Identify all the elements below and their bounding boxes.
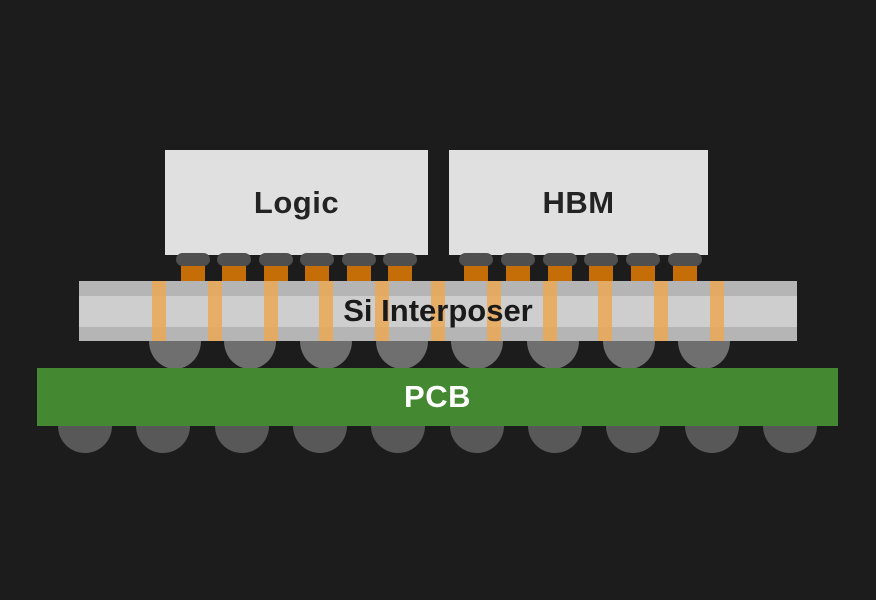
c4-bump xyxy=(299,341,352,369)
microbump-pillar xyxy=(505,264,530,282)
microbump xyxy=(300,253,334,282)
bga-solder-ball xyxy=(449,426,504,453)
tsv-via xyxy=(263,281,278,341)
bga-solder-ball xyxy=(58,426,112,453)
tsv-via xyxy=(152,281,166,341)
microbump-cap xyxy=(341,253,376,266)
microbump-cap xyxy=(175,253,210,266)
microbump-pillar xyxy=(222,264,246,282)
bga-solder-ball xyxy=(136,426,191,453)
microbump-pillar xyxy=(589,264,614,282)
microbump xyxy=(217,253,251,282)
microbump xyxy=(341,253,376,282)
microbump-pillar xyxy=(346,264,371,282)
tsv-via xyxy=(207,281,222,341)
bga-solder-ball xyxy=(293,426,347,453)
c4-bump xyxy=(451,341,504,369)
microbump-pillar xyxy=(305,264,329,282)
tsv-via xyxy=(598,281,613,341)
microbump xyxy=(626,253,661,282)
bga-solder-ball xyxy=(528,426,582,453)
microbump-pillar xyxy=(388,264,412,282)
microbump-pillar xyxy=(547,264,572,282)
c4-bump xyxy=(148,341,201,369)
microbump-cap xyxy=(500,253,535,266)
pcb-label: PCB xyxy=(404,379,471,414)
microbump xyxy=(383,253,417,282)
microbump-cap xyxy=(584,253,619,266)
c4-bump xyxy=(678,341,731,369)
microbump-cap xyxy=(217,253,251,266)
tsv-via xyxy=(319,281,334,341)
microbump-cap xyxy=(258,253,293,266)
microbump-pillar xyxy=(673,264,697,282)
microbump-pillar xyxy=(180,264,205,282)
bga-solder-ball xyxy=(214,426,269,453)
microbump-cap xyxy=(300,253,334,266)
hbm-die-label: HBM xyxy=(542,184,615,220)
si-interposer: Si Interposer xyxy=(79,281,797,341)
microbump-pillar xyxy=(263,264,288,282)
tsv-via xyxy=(375,281,390,341)
microbump-pillar xyxy=(464,264,488,282)
pcb-board: PCB xyxy=(37,368,838,426)
tsv-via xyxy=(710,281,724,341)
bga-solder-ball xyxy=(606,426,661,453)
c4-bump xyxy=(526,341,579,369)
si-interposer-label: Si Interposer xyxy=(343,293,533,328)
bga-solder-ball xyxy=(371,426,426,453)
logic-die-label: Logic xyxy=(253,184,340,220)
tsv-via xyxy=(542,281,557,341)
c4-bump xyxy=(375,341,428,369)
tsv-via xyxy=(654,281,669,341)
bga-solder-ball xyxy=(684,426,739,453)
microbump xyxy=(459,253,493,282)
microbump xyxy=(258,253,293,282)
microbump xyxy=(500,253,535,282)
microbump-cap xyxy=(383,253,417,266)
c4-bump xyxy=(602,341,655,369)
microbump-cap xyxy=(626,253,661,266)
microbump-pillar xyxy=(631,264,656,282)
microbump xyxy=(542,253,577,282)
c4-bump xyxy=(224,341,277,369)
microbump xyxy=(175,253,210,282)
microbump-cap xyxy=(459,253,493,266)
logic-die: Logic xyxy=(165,150,428,255)
microbump-cap xyxy=(542,253,577,266)
microbump xyxy=(584,253,619,282)
tsv-via xyxy=(486,281,501,341)
microbump xyxy=(668,253,702,282)
hbm-die: HBM xyxy=(449,150,708,255)
bga-solder-ball xyxy=(763,426,817,453)
tsv-via xyxy=(431,281,445,341)
microbump-cap xyxy=(668,253,702,266)
